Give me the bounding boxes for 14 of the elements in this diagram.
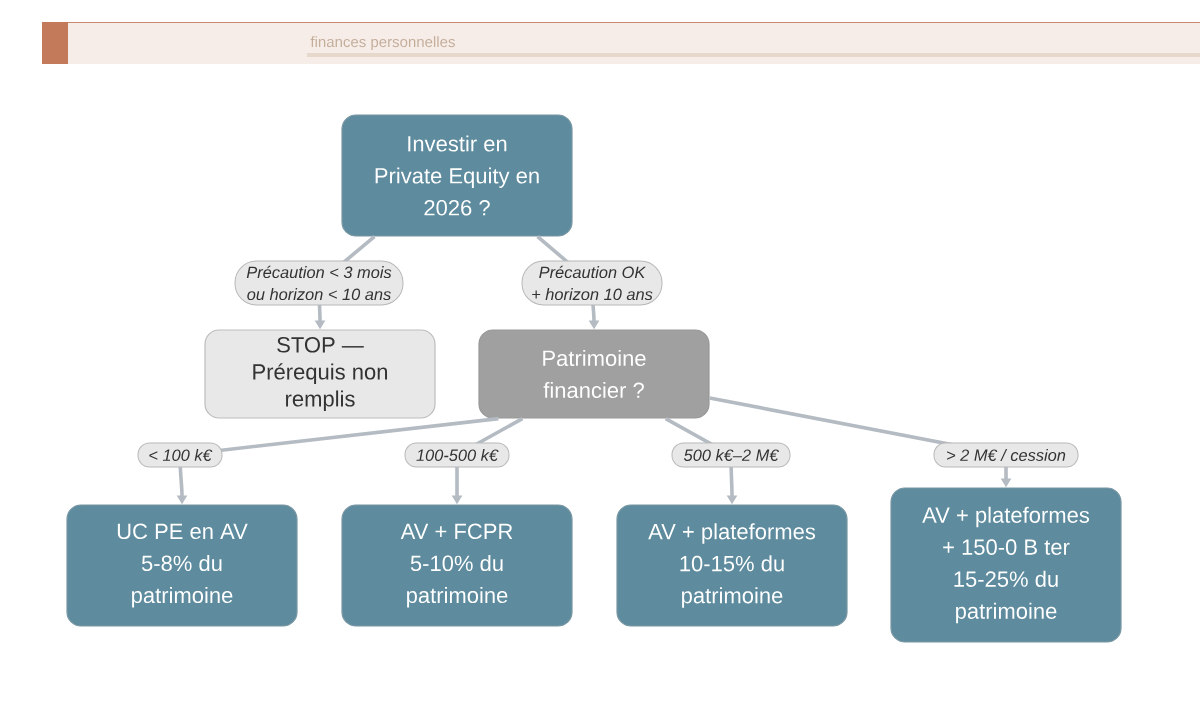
- edge-label: < 100 k€: [137, 442, 223, 468]
- edge-label: Précaution < 3 mois ou horizon < 10 ans: [234, 260, 404, 306]
- edge-label: > 2 M€ / cession: [933, 442, 1079, 468]
- question-box: Investir en Private Equity en 2026 ?: [341, 114, 573, 237]
- edge-label: Précaution OK + horizon 10 ans: [521, 260, 663, 306]
- tagline: finances personnelles: [310, 36, 455, 51]
- recommendation-box: AV + plateformes + 150-0 B ter 15-25% du patrimoine: [890, 487, 1122, 643]
- edge-label: 500 k€–2 M€: [671, 442, 791, 468]
- question-box: Patrimoine financier ?: [478, 329, 710, 419]
- recommendation-box: UC PE en AV 5-8% du patrimoine: [66, 504, 298, 627]
- edge-label: 100-500 k€: [404, 442, 510, 468]
- recommendation-box: AV + plateformes 10-15% du patrimoine: [616, 504, 848, 627]
- stop-box: STOP — Prérequis non remplis: [204, 329, 436, 419]
- recommendation-box: AV + FCPR 5-10% du patrimoine: [341, 504, 573, 627]
